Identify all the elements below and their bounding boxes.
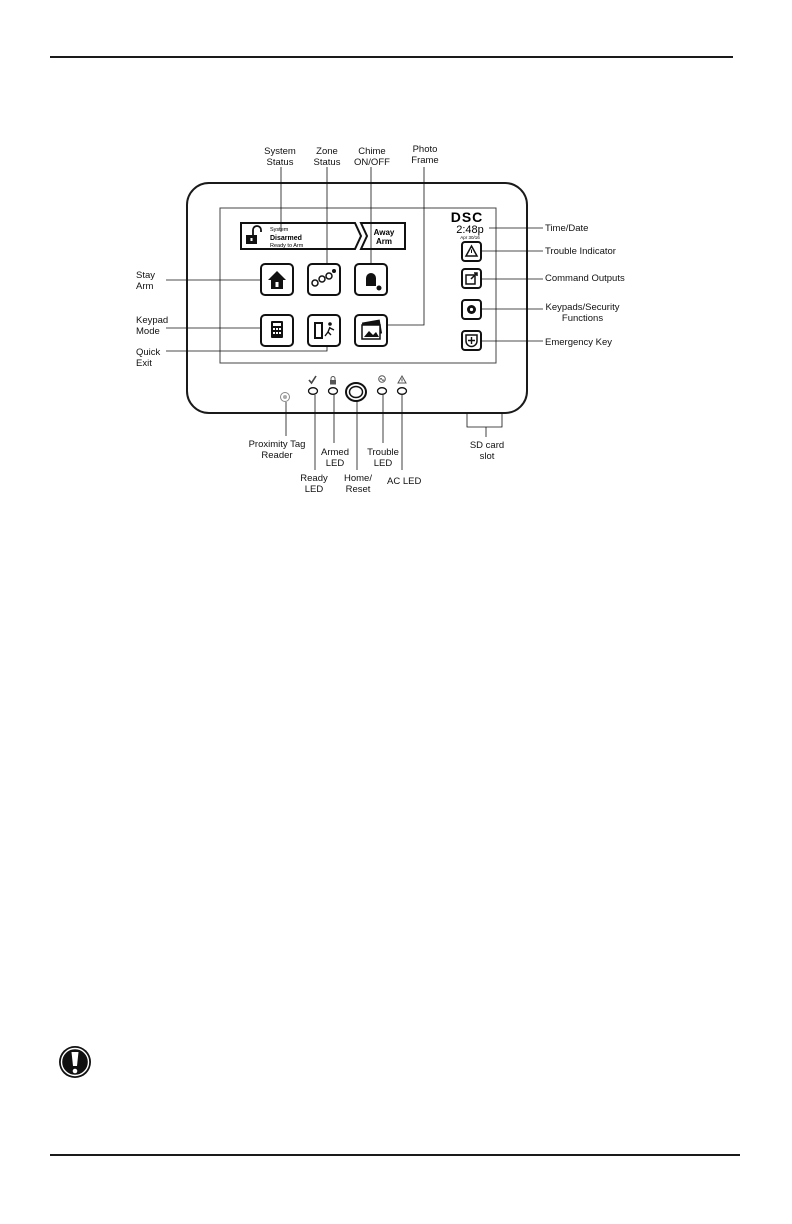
trouble-led (376, 375, 388, 395)
chime-button (354, 263, 388, 296)
armed-led (327, 376, 339, 395)
away-label-1: Away (374, 228, 395, 237)
status-banner (240, 222, 363, 250)
caution-icon (59, 1046, 91, 1078)
screen-date: Apr 30/16 (460, 235, 480, 240)
zone-status-button (307, 263, 341, 296)
keypad-mode-button (260, 314, 294, 347)
screen-time: 2:48p (456, 224, 484, 236)
status-value: Disarmed (270, 235, 302, 242)
label-home-reset: Home/Reset (344, 473, 372, 495)
emergency-button (461, 330, 482, 351)
label-ac-led: AC LED (387, 476, 422, 487)
proximity-reader (280, 392, 290, 402)
away-label-2: Arm (376, 237, 392, 246)
away-arm-button (359, 222, 406, 250)
ready-led (307, 375, 319, 395)
status-sub: Ready to Arm (270, 243, 304, 249)
quick-exit-button (307, 314, 341, 347)
ac-led (396, 374, 408, 395)
label-time-date: Time/Date (545, 223, 589, 234)
stay-arm-button (260, 263, 294, 296)
label-trouble-indicator: Trouble Indicator (545, 246, 616, 257)
trouble-button (461, 241, 482, 262)
bottom-rule (50, 1154, 740, 1156)
command-outputs-button (461, 268, 482, 289)
label-emergency-key: Emergency Key (545, 337, 613, 348)
brand-logo: DSC (451, 209, 484, 225)
keypads-security-button (461, 299, 482, 320)
top-rule (50, 56, 733, 58)
unlock-icon (246, 225, 262, 244)
home-reset-button (345, 382, 367, 402)
photo-frame-button (354, 314, 388, 347)
label-command-outputs: Command Outputs (545, 273, 625, 284)
status-heading: System (270, 227, 289, 233)
callout-lines (166, 167, 543, 470)
